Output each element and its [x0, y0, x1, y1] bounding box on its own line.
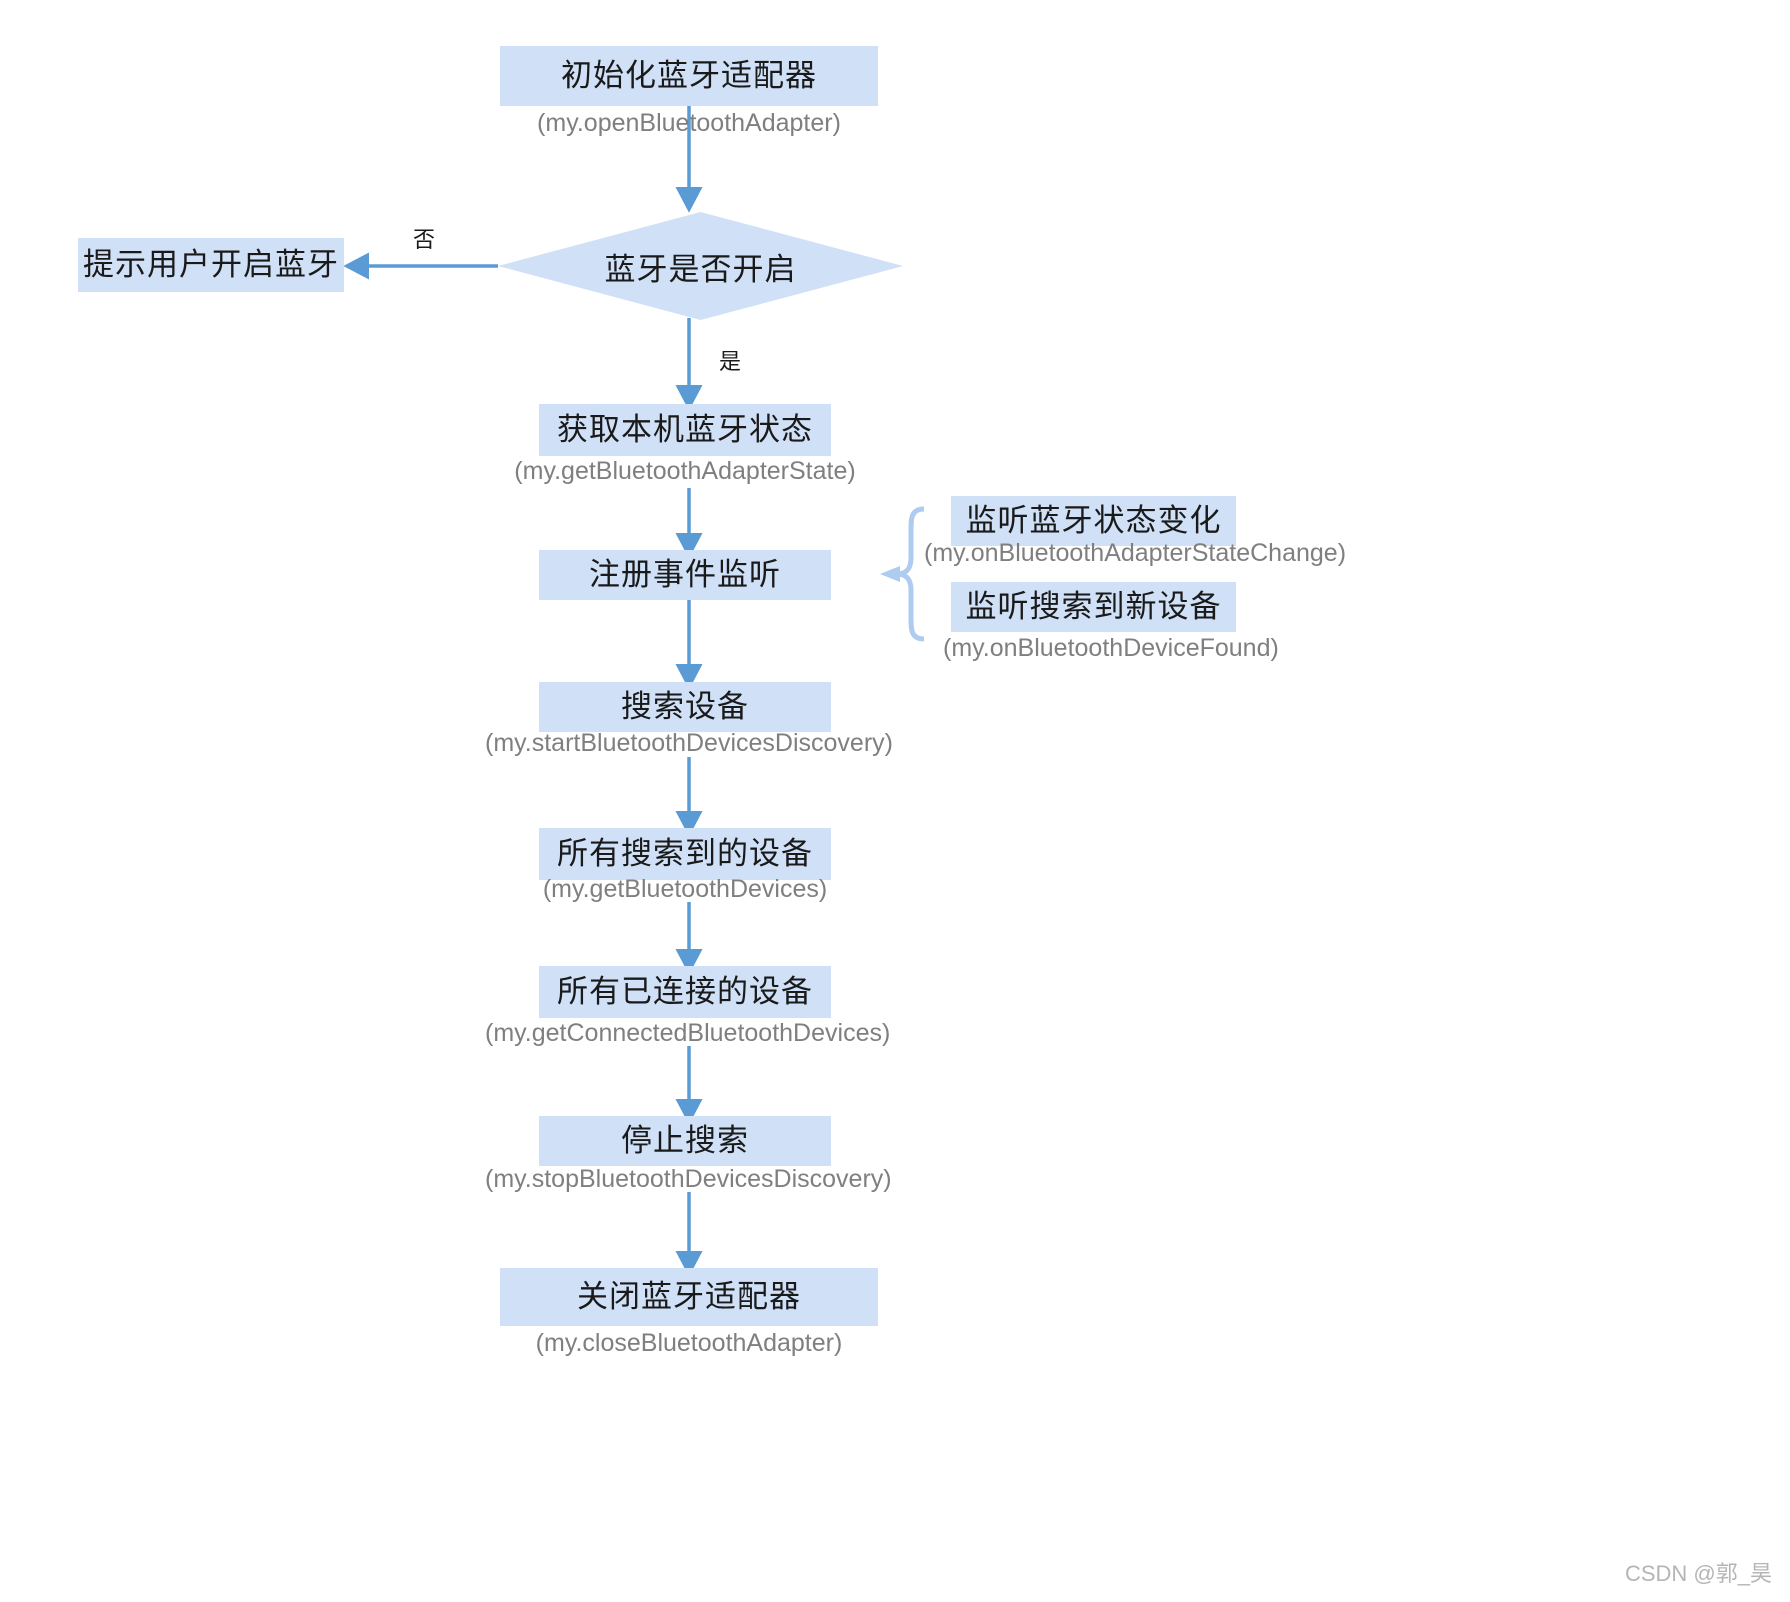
caption-listen-state-change: (my.onBluetoothAdapterStateChange) [924, 539, 1347, 567]
caption-init-adapter: (my.openBluetoothAdapter) [537, 109, 841, 137]
node-listen-device-found[interactable]: 监听搜索到新设备 [951, 582, 1236, 632]
caption-get-adapter-state: (my.getBluetoothAdapterState) [514, 457, 856, 485]
node-label: 获取本机蓝牙状态 [557, 411, 813, 447]
edge-label-yes: 是 [719, 349, 742, 374]
node-init-adapter[interactable]: 初始化蓝牙适配器 [500, 46, 878, 106]
node-label: 搜索设备 [621, 688, 749, 724]
node-bluetooth-enabled[interactable]: 蓝牙是否开启 [498, 212, 903, 320]
node-label: 监听蓝牙状态变化 [965, 502, 1222, 538]
caption-stop-discovery: (my.stopBluetoothDevicesDiscovery) [485, 1165, 892, 1193]
node-label: 所有已连接的设备 [557, 973, 813, 1009]
node-all-found-devices[interactable]: 所有搜索到的设备 [539, 828, 831, 880]
diamond-shape [498, 212, 903, 320]
caption-all-found-devices: (my.getBluetoothDevices) [542, 875, 828, 903]
caption-listen-device-found: (my.onBluetoothDeviceFound) [943, 634, 1279, 662]
node-label: 注册事件监听 [589, 556, 781, 592]
node-label: 停止搜索 [621, 1122, 749, 1158]
node-close-adapter[interactable]: 关闭蓝牙适配器 [500, 1268, 878, 1326]
node-all-connected-devices[interactable]: 所有已连接的设备 [539, 966, 831, 1018]
node-prompt-user[interactable]: 提示用户开启蓝牙 [78, 238, 344, 292]
node-get-adapter-state[interactable]: 获取本机蓝牙状态 [539, 404, 831, 456]
node-label: 监听搜索到新设备 [965, 588, 1222, 624]
edge-label-no: 否 [413, 227, 436, 252]
node-label: 提示用户开启蓝牙 [83, 246, 339, 282]
caption-start-discovery: (my.startBluetoothDevicesDiscovery) [485, 729, 893, 757]
node-stop-discovery[interactable]: 停止搜索 [539, 1116, 831, 1166]
node-start-discovery[interactable]: 搜索设备 [539, 682, 831, 732]
node-listen-state-change[interactable]: 监听蓝牙状态变化 [951, 496, 1236, 546]
caption-close-adapter: (my.closeBluetoothAdapter) [535, 1329, 843, 1357]
node-label: 所有搜索到的设备 [557, 835, 813, 871]
node-label: 蓝牙是否开启 [604, 251, 797, 287]
node-register-listeners[interactable]: 注册事件监听 [539, 550, 831, 600]
node-label: 初始化蓝牙适配器 [561, 57, 817, 93]
caption-all-connected-devices: (my.getConnectedBluetoothDevices) [485, 1019, 891, 1047]
watermark: CSDN @郭_昊 [1624, 1561, 1772, 1586]
node-label: 关闭蓝牙适配器 [577, 1278, 801, 1314]
